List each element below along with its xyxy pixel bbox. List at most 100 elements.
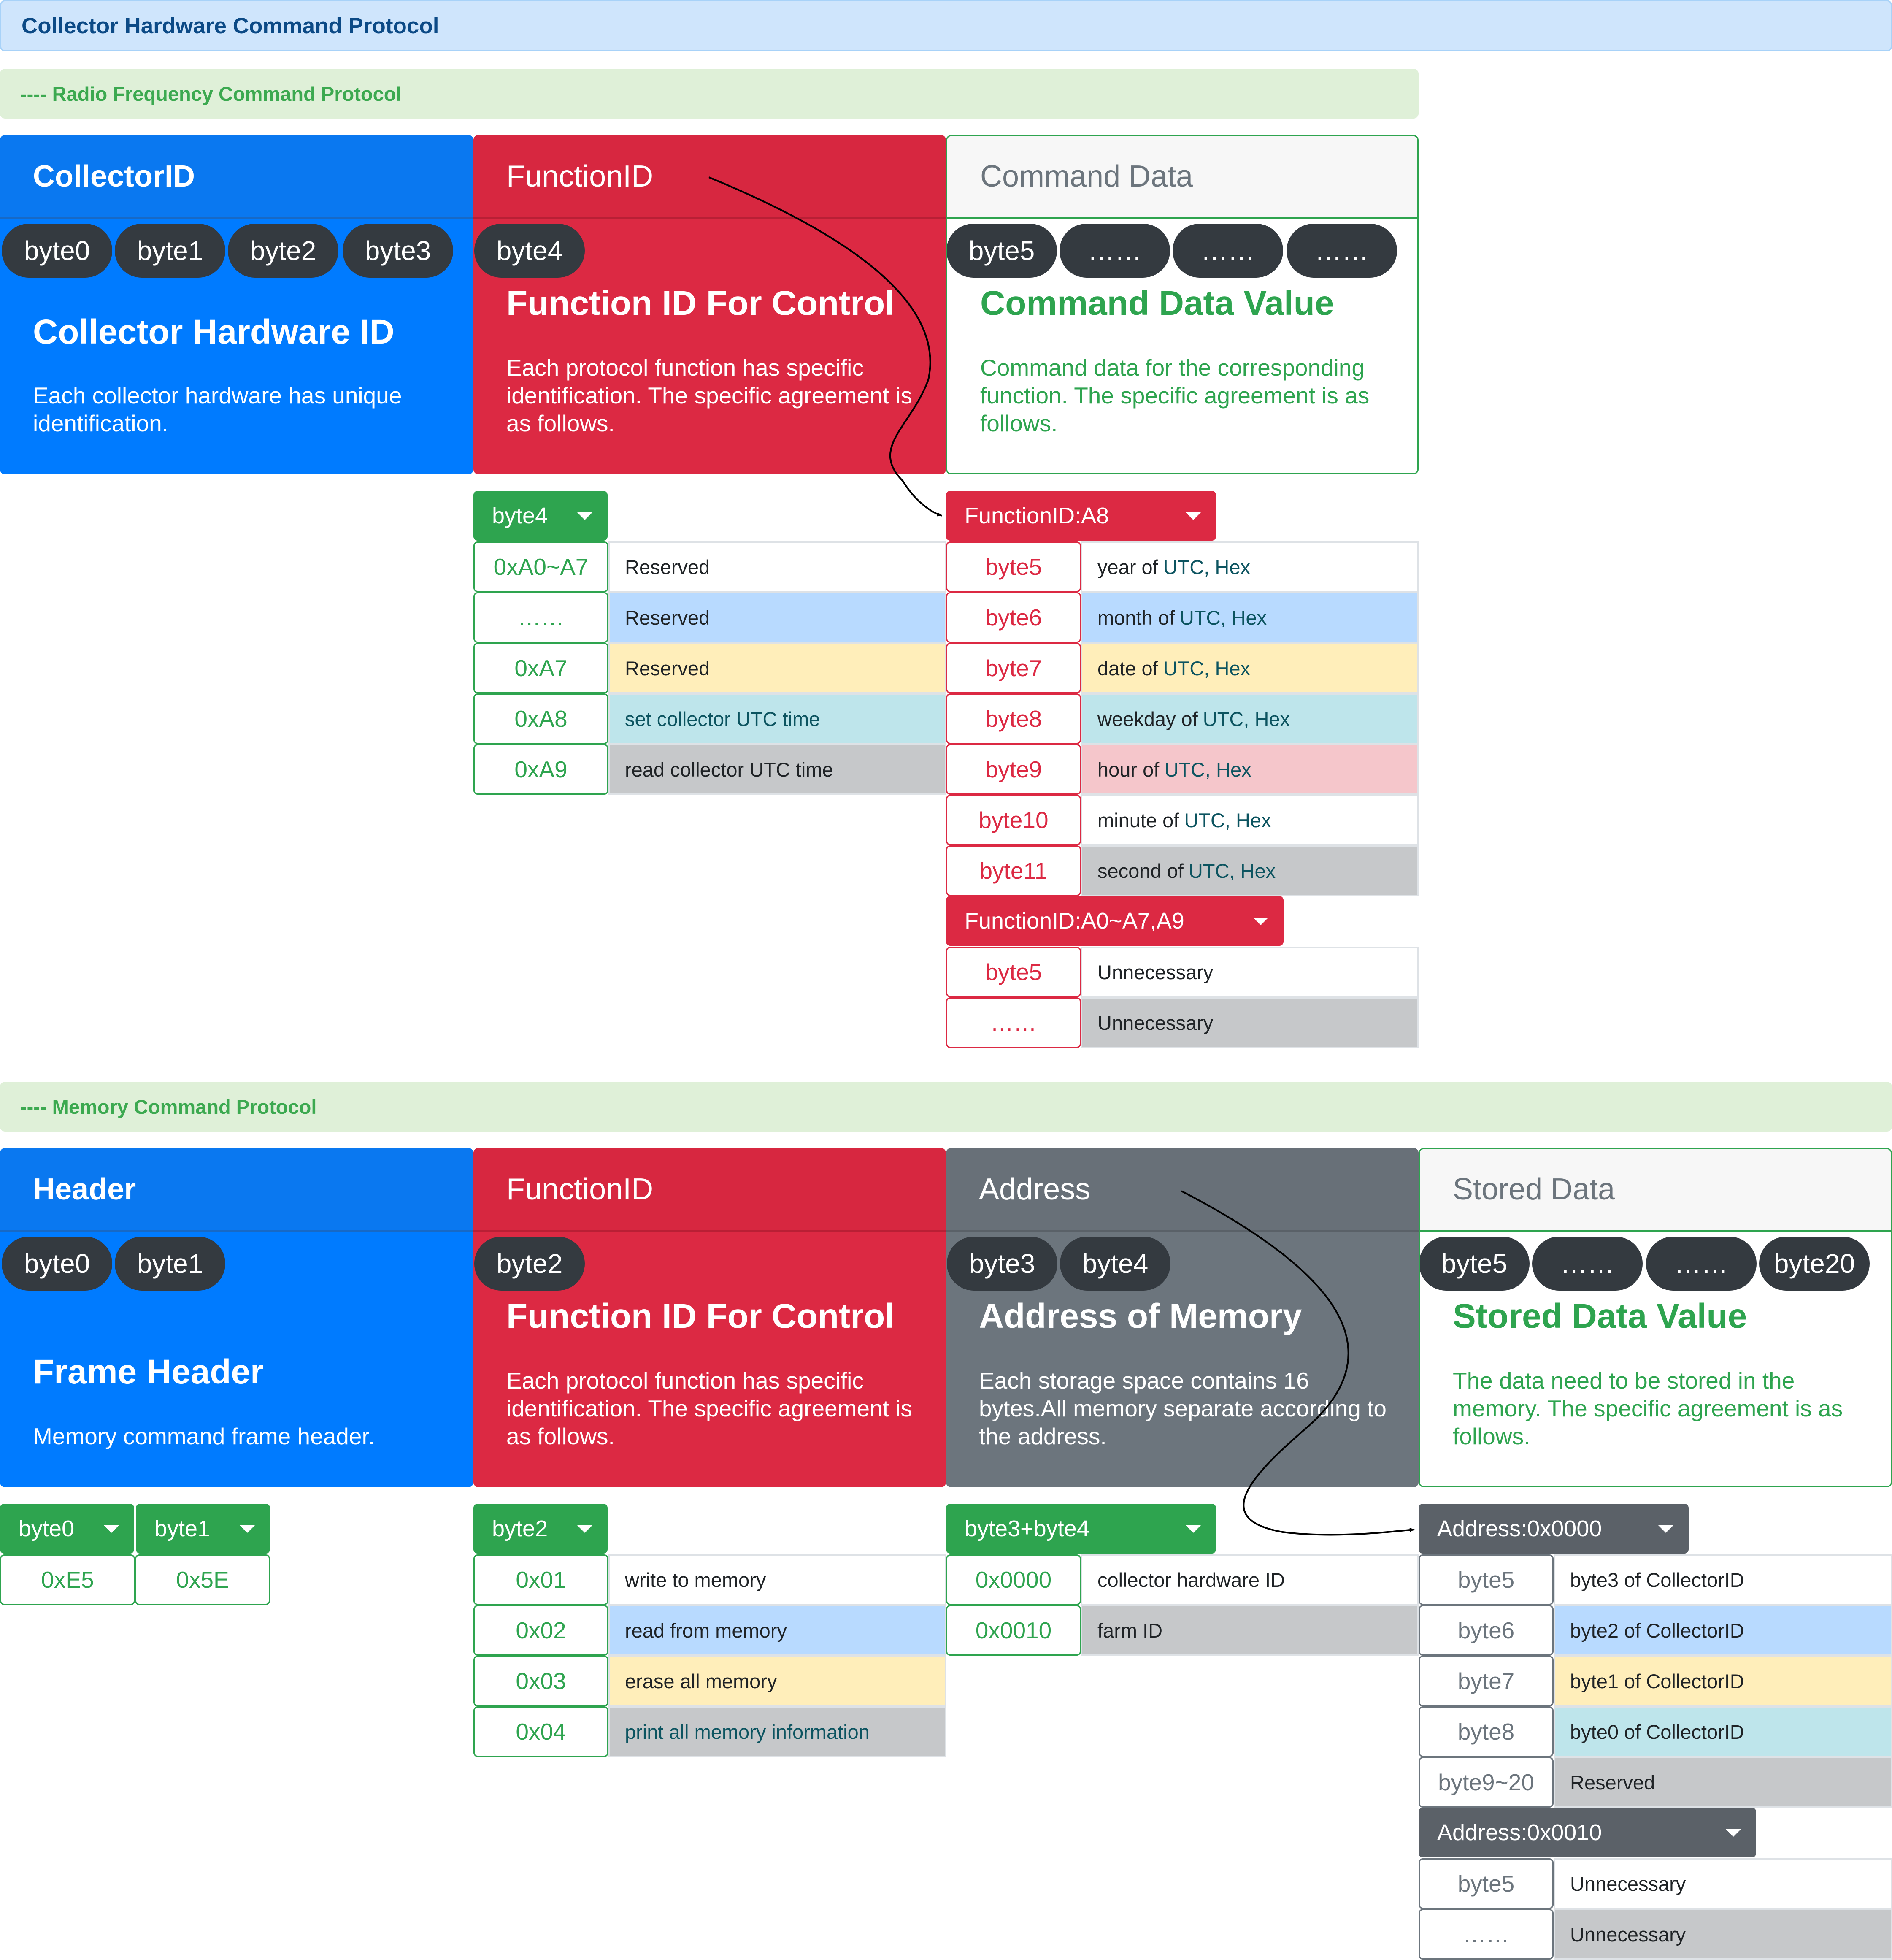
dropdown-label: Address:0x0000 (1437, 1516, 1602, 1541)
card-description: Memory command frame header. (33, 1423, 375, 1449)
dropdown-label: byte1 (154, 1516, 211, 1541)
byte-key: …… (946, 997, 1081, 1048)
function-code-key: 0x03 (473, 1656, 608, 1706)
address-0x0010-dropdown[interactable]: Address:0x0010 (1419, 1808, 1756, 1857)
byte1-dropdown[interactable]: byte1 (136, 1504, 270, 1554)
card-title: Function ID For Control (506, 284, 895, 322)
function-code-value: print all memory information (608, 1706, 946, 1757)
header-byte-pills: byte0 byte1 (0, 1237, 473, 1291)
byte-value: Unnecessary (1554, 1909, 1892, 1960)
byte-key: byte5 (946, 541, 1081, 592)
byte-key: byte6 (1419, 1605, 1554, 1656)
byte0-dropdown[interactable]: byte0 (0, 1504, 134, 1554)
function-code-key: 0xA0~A7 (473, 541, 608, 592)
card-title: Stored Data Value (1453, 1297, 1747, 1335)
byte-pill: byte1 (115, 1237, 225, 1291)
address-key: 0x0000 (946, 1554, 1081, 1605)
address-card-header: Address (946, 1148, 1419, 1232)
byte-key: byte7 (946, 643, 1081, 693)
byte-key: byte11 (946, 845, 1081, 896)
utc-field-unit: UTC, Hex (1164, 758, 1251, 781)
byte-key: byte5 (1419, 1858, 1554, 1909)
function-code-value: erase all memory (608, 1656, 946, 1706)
rf-section-banner: ---- Radio Frequency Command Protocol (0, 69, 1419, 119)
byte-pill: …… (1287, 224, 1397, 278)
header-card-header: Header (0, 1148, 473, 1232)
byte-pill: …… (1060, 224, 1170, 278)
collector-id-card: CollectorID byte0 byte1 byte2 byte3 Coll… (0, 135, 473, 474)
byte-pill: byte20 (1759, 1237, 1870, 1291)
caret-down-icon (240, 1525, 255, 1533)
byte-key: byte8 (946, 693, 1081, 744)
dropdown-label: byte3+byte4 (965, 1516, 1089, 1541)
byte-key: byte10 (946, 795, 1081, 845)
address-value: collector hardware ID (1081, 1554, 1419, 1605)
byte-key: byte9 (946, 744, 1081, 795)
byte-value: Unnecessary (1554, 1858, 1892, 1909)
utc-field-unit: UTC, Hex (1188, 859, 1276, 882)
stored-data-card-header: Stored Data (1420, 1149, 1891, 1232)
function-code-value: write to memory (608, 1554, 946, 1605)
utc-field-value: weekday of UTC, Hex (1081, 693, 1419, 744)
caret-down-icon (1186, 512, 1201, 520)
dropdown-label: Address:0x0010 (1437, 1820, 1602, 1845)
card-title: Function ID For Control (506, 1297, 895, 1335)
command-data-byte-pills: byte5 …… …… …… (947, 224, 1417, 278)
function-other-dropdown[interactable]: FunctionID:A0~A7,A9 (946, 896, 1284, 946)
utc-field-value: month of UTC, Hex (1081, 592, 1419, 643)
function-code-value: Reserved (608, 643, 946, 693)
dropdown-label: FunctionID:A0~A7,A9 (965, 908, 1184, 934)
byte-key: byte9~20 (1419, 1757, 1554, 1808)
caret-down-icon (577, 1525, 592, 1533)
function-code-key: 0xA9 (473, 744, 608, 795)
byte-value: Unnecessary (1081, 947, 1419, 997)
byte-pill: …… (1532, 1237, 1643, 1291)
byte-pill: byte2 (228, 224, 338, 278)
function-code-key: 0xA7 (473, 643, 608, 693)
card-description: Each protocol function has specific iden… (506, 1367, 912, 1449)
byte-key: byte7 (1419, 1656, 1554, 1706)
byte-pill: …… (1173, 224, 1283, 278)
function-code-value: read from memory (608, 1605, 946, 1656)
utc-field-unit: UTC, Hex (1163, 555, 1250, 578)
byte-pill: byte5 (1420, 1237, 1530, 1291)
utc-field-prefix: hour of (1097, 758, 1160, 781)
card-description: Each collector hardware has unique ident… (33, 382, 402, 436)
byte-pill: byte0 (2, 1237, 112, 1291)
function-code-key: 0xA8 (473, 693, 608, 744)
utc-field-value: minute of UTC, Hex (1081, 795, 1419, 845)
byte2-dropdown[interactable]: byte2 (473, 1504, 608, 1554)
caret-down-icon (1726, 1829, 1741, 1837)
byte-key: byte5 (1419, 1554, 1554, 1605)
function-id-card-header: FunctionID (473, 1148, 946, 1232)
byte-value: byte0 of CollectorID (1554, 1706, 1892, 1757)
dropdown-label: FunctionID:A8 (965, 503, 1109, 528)
caret-down-icon (1186, 1525, 1201, 1533)
function-code-value: Reserved (608, 592, 946, 643)
caret-down-icon (1253, 918, 1268, 925)
function-a8-dropdown[interactable]: FunctionID:A8 (946, 491, 1216, 541)
utc-field-value: second of UTC, Hex (1081, 845, 1419, 896)
address-key: 0x0010 (946, 1605, 1081, 1656)
function-id-byte-pills: byte4 (473, 224, 946, 278)
utc-field-prefix: month of (1097, 606, 1175, 629)
byte-value: Reserved (1554, 1757, 1892, 1808)
dropdown-label: byte2 (492, 1516, 548, 1541)
byte-key: …… (1419, 1909, 1554, 1960)
caret-down-icon (104, 1525, 119, 1533)
header-card: Header byte0 byte1 Frame Header Memory c… (0, 1148, 473, 1487)
utc-field-unit: UTC, Hex (1179, 606, 1267, 629)
stored-data-byte-pills: byte5 …… …… byte20 (1420, 1237, 1891, 1291)
function-code-key: 0x04 (473, 1706, 608, 1757)
caret-down-icon (577, 512, 592, 520)
byte-value: Unnecessary (1081, 997, 1419, 1048)
collector-id-byte-pills: byte0 byte1 byte2 byte3 (0, 224, 473, 278)
address-0x0000-dropdown[interactable]: Address:0x0000 (1419, 1504, 1689, 1554)
address-dropdown[interactable]: byte3+byte4 (946, 1504, 1216, 1554)
byte-pill: byte2 (474, 1237, 585, 1291)
byte4-dropdown[interactable]: byte4 (473, 491, 608, 541)
byte-pill: …… (1646, 1237, 1757, 1291)
utc-field-prefix: date of (1097, 657, 1158, 680)
byte-key: byte5 (946, 947, 1081, 997)
byte-pill: byte5 (947, 224, 1057, 278)
